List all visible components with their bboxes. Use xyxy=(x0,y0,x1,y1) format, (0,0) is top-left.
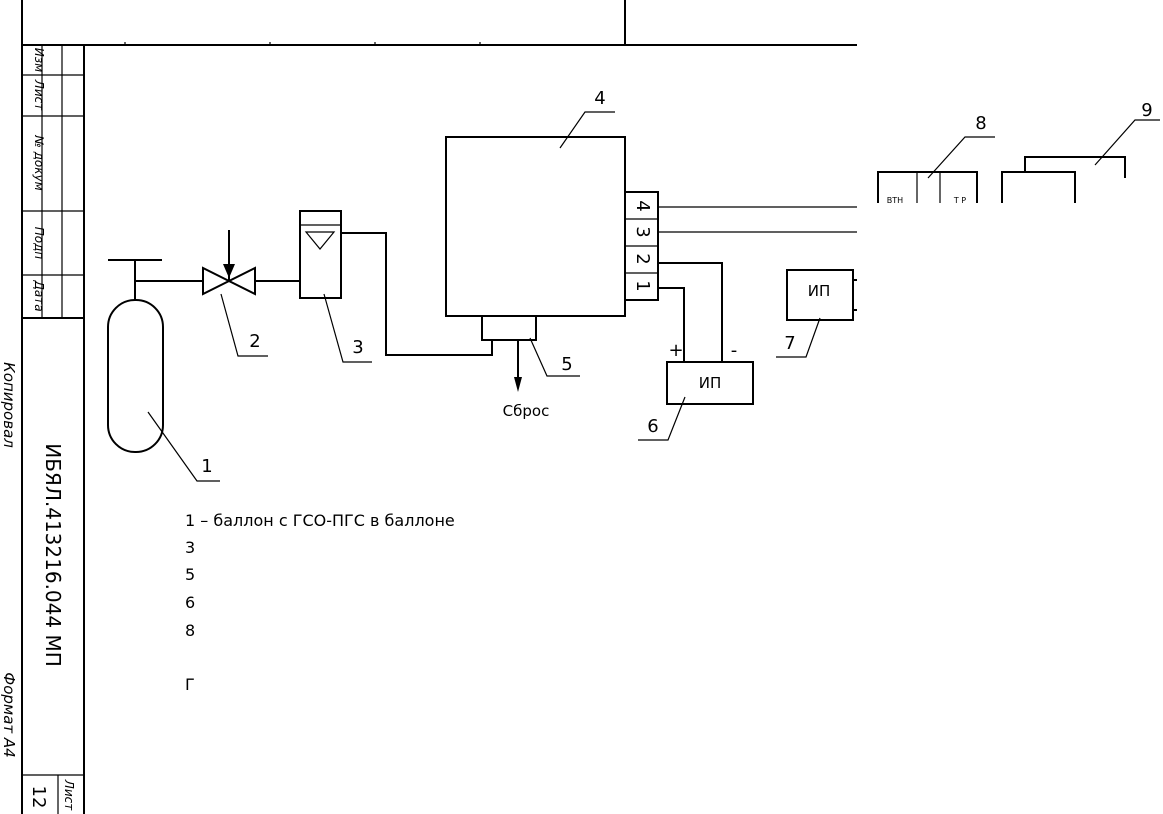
stamp-labels: Изм Лист № докум Подп Дата ИБЯЛ.413216.0… xyxy=(0,48,65,758)
stamp-field-dokum: № докум xyxy=(32,134,46,190)
block-8-left-label: ВТН xyxy=(887,196,903,205)
legend-line-7: Г xyxy=(185,675,195,694)
gas-analyzer xyxy=(445,136,626,392)
terminal-block: 4 3 2 1 xyxy=(624,191,659,301)
callout-6: 6 xyxy=(647,416,658,437)
sheet-label: Лист xyxy=(62,779,76,811)
terminal-3: 3 xyxy=(632,226,653,237)
block-8-right-label: Т Р xyxy=(953,196,966,205)
stamp-field-data: Дата xyxy=(32,279,46,311)
callout-2: 2 xyxy=(249,331,260,352)
stamp-field-list: Лист xyxy=(32,79,46,111)
sheet-number-box: Лист 12 xyxy=(22,774,84,814)
valve xyxy=(202,230,300,296)
callout-9: 9 xyxy=(1141,100,1152,121)
power-supply-7: ИП xyxy=(786,269,857,321)
callout-8: 8 xyxy=(975,113,986,134)
legend-line-1: 1 – баллон с ГСО-ПГС в баллоне xyxy=(185,511,455,530)
document-code: ИБЯЛ.413216.044 МП xyxy=(41,443,65,667)
sheet-number: 12 xyxy=(28,786,49,809)
minus-sign: - xyxy=(731,340,738,361)
legend-line-5: 8 xyxy=(185,621,195,640)
legend: 1 – баллон с ГСО-ПГС в баллоне 3 5 6 8 Г xyxy=(185,511,455,694)
legend-line-3: 5 xyxy=(185,565,195,584)
terminal-1: 1 xyxy=(632,280,653,291)
power-supply-7-label: ИП xyxy=(808,282,831,300)
callout-7: 7 xyxy=(784,333,795,354)
callout-numbers: 1 2 3 4 5 6 7 8 9 xyxy=(201,88,1152,477)
frame xyxy=(21,0,857,814)
terminal-4: 4 xyxy=(632,200,653,211)
revision-columns xyxy=(22,45,84,319)
stamp-field-izm: Изм xyxy=(32,48,46,72)
callout-5: 5 xyxy=(561,354,572,375)
legend-line-2: 3 xyxy=(185,538,195,557)
callout-4: 4 xyxy=(594,88,605,109)
callout-3: 3 xyxy=(352,337,363,358)
legend-line-4: 6 xyxy=(185,593,195,612)
block-9 xyxy=(1001,156,1126,203)
signal-lines xyxy=(658,206,857,362)
power-supply-6: ИП + - xyxy=(666,340,754,405)
format-label: Формат А4 xyxy=(0,672,18,757)
stamp-field-podp: Подп xyxy=(32,227,46,260)
terminal-2: 2 xyxy=(632,253,653,264)
power-supply-6-label: ИП xyxy=(699,374,722,392)
copied-label: Копировал xyxy=(0,362,18,448)
gas-cylinder xyxy=(107,259,203,453)
callout-leaders xyxy=(147,111,1160,482)
rotameter xyxy=(299,210,493,356)
block-8: ВТН Т Р xyxy=(877,171,978,205)
outlet-label: Сброс xyxy=(503,402,550,420)
callout-1: 1 xyxy=(201,456,212,477)
plus-sign: + xyxy=(668,340,683,361)
